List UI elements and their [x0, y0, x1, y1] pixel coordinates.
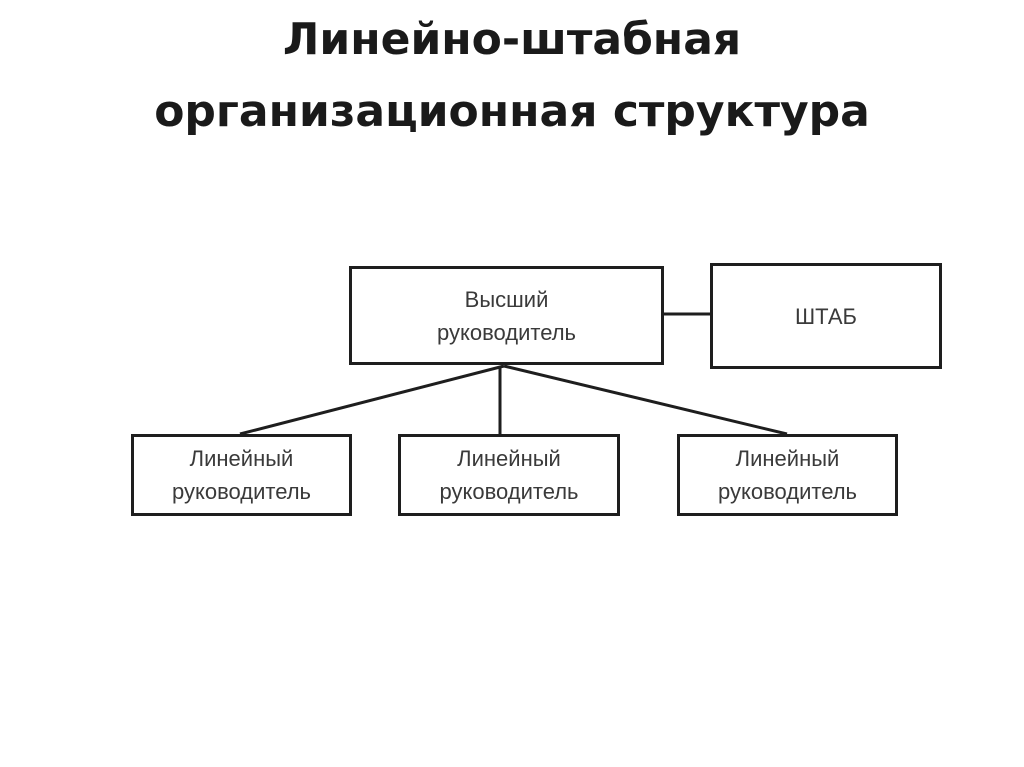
connector-top-to-line-3 [503, 364, 788, 436]
line-manager-1-label-line-1: Линейный [189, 446, 294, 471]
title-line-1: Линейно-штабная [282, 14, 742, 65]
line-manager-box-3: Линейный руководитель [677, 434, 898, 516]
line-manager-2-label-line-2: руководитель [439, 479, 579, 504]
title-line-2: организационная структура [154, 86, 870, 137]
line-manager-1-label-line-2: руководитель [171, 479, 312, 504]
line-manager-3-label-line-2: руководитель [717, 479, 858, 504]
top-manager-box: Высший руководитель [349, 266, 664, 365]
staff-box: ШТАБ [710, 263, 942, 369]
top-manager-label-line-1: Высший [464, 286, 549, 312]
staff-label: ШТАБ [795, 303, 857, 329]
page-title: Линейно-штабная организационная структур… [0, 4, 1024, 148]
top-manager-label-line-2: руководитель [436, 319, 577, 345]
connector-top-to-line-1 [239, 364, 505, 436]
line-manager-2-label-line-1: Линейный [457, 446, 561, 471]
line-manager-3-label-line-1: Линейный [735, 446, 840, 471]
line-manager-box-1: Линейный руководитель [131, 434, 352, 516]
line-manager-box-2: Линейный руководитель [398, 434, 620, 516]
